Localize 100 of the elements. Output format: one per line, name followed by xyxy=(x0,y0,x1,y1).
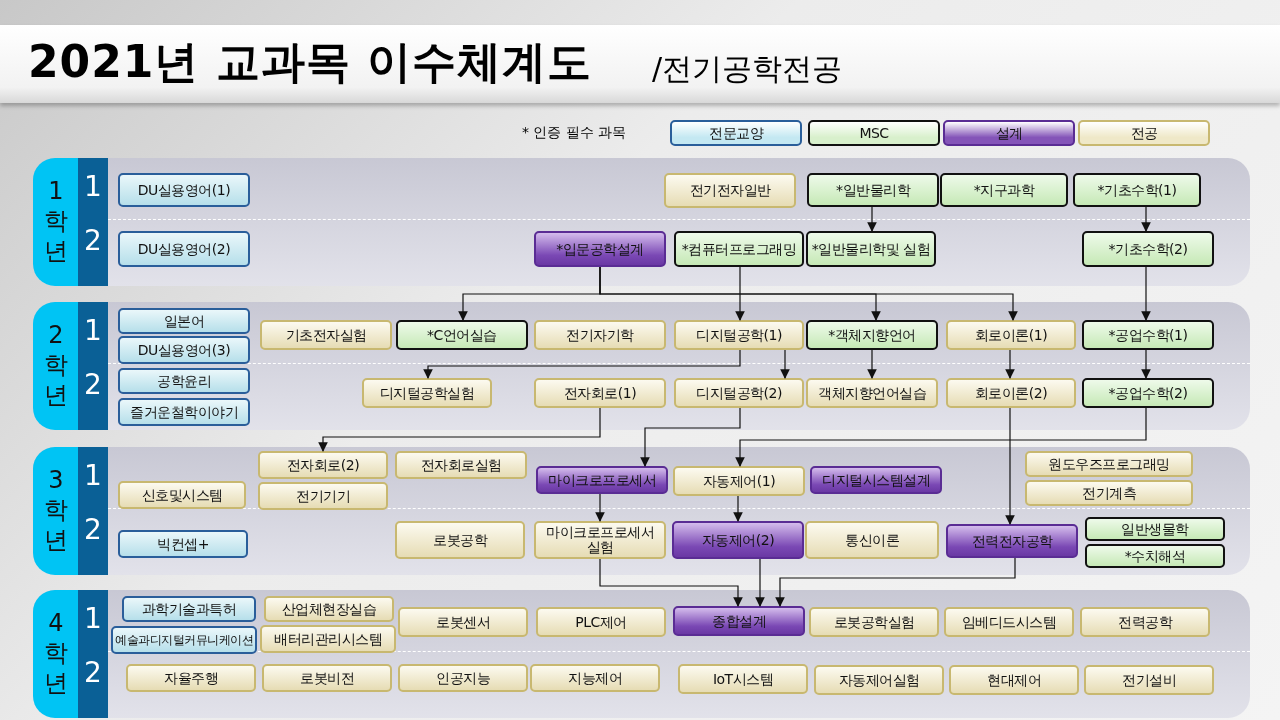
course-box: IoT시스템 xyxy=(678,664,808,694)
arrow xyxy=(599,558,743,607)
course-box: 과학기술과특허 xyxy=(122,596,256,622)
course-box: 디지털시스템설계 xyxy=(810,466,942,494)
legend-key: MSC xyxy=(808,120,940,146)
year-band xyxy=(33,447,1250,575)
course-box: 배터리관리시스템 xyxy=(260,625,396,653)
semester-number: 1 xyxy=(83,314,103,347)
course-box: 전기자기학 xyxy=(534,320,666,350)
course-box: *객체지향언어 xyxy=(806,320,938,350)
course-box: 즐거운철학이야기 xyxy=(118,398,250,426)
course-box: 마이크로프로세서 xyxy=(536,466,668,494)
course-box: 디지털공학실험 xyxy=(362,378,492,408)
arrow xyxy=(780,349,790,379)
course-box: 객체지향언어실습 xyxy=(806,378,938,408)
arrow xyxy=(867,206,877,232)
course-box: *공업수학(2) xyxy=(1082,378,1214,408)
arrow xyxy=(599,266,1018,321)
course-box: 전자회로(2) xyxy=(258,451,388,479)
course-box: 전기기기 xyxy=(258,482,388,510)
arrow xyxy=(755,558,765,607)
semester-number: 1 xyxy=(83,170,103,203)
course-box: 로봇센서 xyxy=(398,607,528,637)
course-box: DU실용영어(2) xyxy=(118,231,250,267)
course-box: 자율주행 xyxy=(126,664,256,692)
note: * 인증 필수 과목 xyxy=(522,124,627,142)
semester-number: 1 xyxy=(83,459,103,492)
arrow xyxy=(775,557,1016,607)
course-box: *C언어실습 xyxy=(396,320,528,350)
course-box: 전력전자공학 xyxy=(946,524,1078,558)
course-box: 디지털공학(2) xyxy=(674,378,804,408)
course-box: 원도우즈프로그래밍 xyxy=(1025,451,1193,477)
semester-number: 2 xyxy=(83,368,103,401)
course-box: *기초수학(1) xyxy=(1073,173,1201,207)
course-box: 예술과디지털커뮤니케이션 xyxy=(111,626,257,654)
course-box: PLC제어 xyxy=(536,607,666,637)
course-box: 신호및시스템 xyxy=(118,481,246,509)
legend-key: 설계 xyxy=(943,120,1075,146)
course-box: 기초전자실험 xyxy=(260,320,392,350)
course-box: 전자회로실험 xyxy=(395,451,527,479)
course-box: 전력공학 xyxy=(1080,607,1210,637)
course-box: 전기설비 xyxy=(1084,665,1214,695)
course-box: 로봇공학실험 xyxy=(809,607,939,637)
year-band xyxy=(33,302,1250,430)
course-box: *입문공학설계 xyxy=(534,231,666,267)
course-box: 전기계측 xyxy=(1025,480,1193,506)
arrow xyxy=(1141,349,1151,379)
semester-number: 1 xyxy=(83,602,103,635)
year-label: 2 학년 xyxy=(43,320,69,410)
course-box: 산업체현장실습 xyxy=(264,596,394,622)
course-box: *일반물리학 xyxy=(807,173,939,207)
semester-number: 2 xyxy=(83,656,103,689)
course-box: 빅컨셉+ xyxy=(118,530,248,558)
arrow xyxy=(318,407,601,452)
arrow xyxy=(640,407,741,467)
course-box: 현대제어 xyxy=(949,665,1079,695)
arrow xyxy=(1141,266,1151,321)
course-box: 디지털공학(1) xyxy=(674,320,804,350)
course-box: 통신이론 xyxy=(805,521,939,559)
course-box: 일반생물학 xyxy=(1085,517,1225,541)
course-box: *수치해석 xyxy=(1085,544,1225,568)
course-box: 자동제어(2) xyxy=(672,521,804,559)
arrow xyxy=(735,266,745,321)
course-box: 임베디드시스템 xyxy=(944,607,1074,637)
arrow xyxy=(423,349,741,379)
course-box: 전기전자일반 xyxy=(664,173,796,208)
course-box: 회로이론(1) xyxy=(946,320,1076,350)
legend-key: 전공 xyxy=(1078,120,1210,146)
course-box: *지구과학 xyxy=(940,173,1068,207)
course-box: *공업수학(1) xyxy=(1082,320,1214,350)
arrow xyxy=(1005,349,1015,379)
course-box: 자동제어(1) xyxy=(673,466,805,496)
year-band xyxy=(33,590,1250,718)
subtitle: /전기공학전공 xyxy=(652,50,843,88)
arrow xyxy=(1141,206,1151,232)
course-box: 로봇공학 xyxy=(395,521,525,559)
course-box: 로봇비전 xyxy=(262,664,392,692)
course-box: 일본어 xyxy=(118,308,250,334)
arrow xyxy=(733,495,743,522)
course-box: *기초수학(2) xyxy=(1082,231,1214,267)
arrow xyxy=(1005,407,1015,525)
course-box: 회로이론(2) xyxy=(946,378,1076,408)
year-label: 3 학년 xyxy=(43,465,69,555)
course-box: 지능제어 xyxy=(530,664,660,692)
semester-number: 2 xyxy=(83,513,103,546)
semester-number: 2 xyxy=(83,224,103,257)
arrow xyxy=(595,493,605,522)
course-box: *일반물리학및 실험 xyxy=(806,231,936,267)
course-box: 전자회로(1) xyxy=(534,378,666,408)
title: 2021년 교과목 이수체계도 xyxy=(28,35,593,89)
course-box: 인공지능 xyxy=(398,664,528,692)
course-box: DU실용영어(3) xyxy=(118,336,250,364)
year-band xyxy=(33,158,1250,286)
course-box: DU실용영어(1) xyxy=(118,173,250,207)
legend-key: 전문교양 xyxy=(670,120,802,146)
arrow xyxy=(867,349,877,379)
course-box: 종합설계 xyxy=(673,606,805,636)
course-box: *컴퓨터프로그래밍 xyxy=(674,231,804,267)
arrow xyxy=(735,407,1147,467)
course-box: 자동제어실험 xyxy=(814,665,944,695)
